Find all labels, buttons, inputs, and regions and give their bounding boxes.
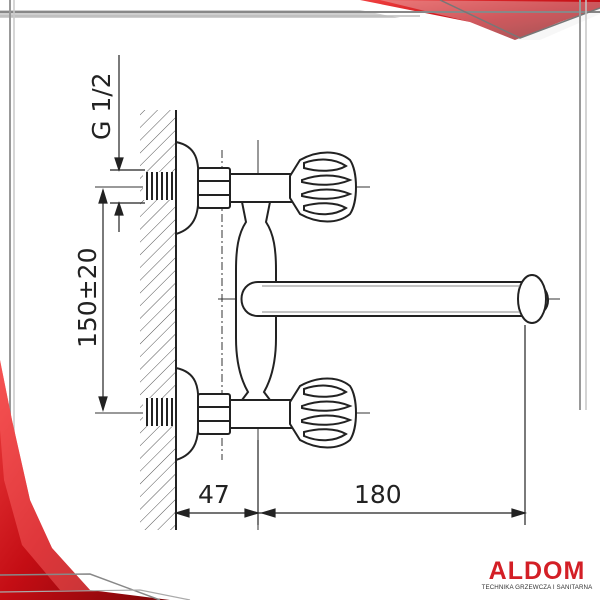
dimension-lines xyxy=(98,55,528,525)
decorative-frame-bottom xyxy=(0,360,191,600)
union-nut-upper xyxy=(197,167,231,209)
connection-spacing-label: 150±20 xyxy=(73,248,102,348)
handle-upper xyxy=(289,151,357,223)
decorative-frame-top xyxy=(0,0,600,40)
thread-lower xyxy=(146,398,173,426)
valve-body-upper xyxy=(229,173,293,203)
spout xyxy=(240,274,549,324)
escutcheon-lower xyxy=(175,366,200,462)
lower-connection xyxy=(143,366,357,462)
thread-size-label: G 1/2 xyxy=(87,72,116,140)
brand-logo: ALDOM TECHNIKA GRZEWCZA I SANITARNA xyxy=(474,558,600,592)
escutcheon-upper xyxy=(175,140,200,236)
union-nut-lower xyxy=(197,393,231,435)
upper-connection xyxy=(143,140,357,236)
decorative-frame-right xyxy=(579,0,587,410)
spout-length-label: 180 xyxy=(354,480,402,509)
valve-body-lower xyxy=(229,399,293,429)
thread-upper xyxy=(146,172,173,200)
spout-outlet xyxy=(517,274,547,324)
brand-name: ALDOM xyxy=(488,557,586,585)
brand-tagline: TECHNIKA GRZEWCZA I SANITARNA xyxy=(481,584,593,591)
handle-lower xyxy=(289,377,357,449)
wall-offset-label: 47 xyxy=(198,480,230,509)
